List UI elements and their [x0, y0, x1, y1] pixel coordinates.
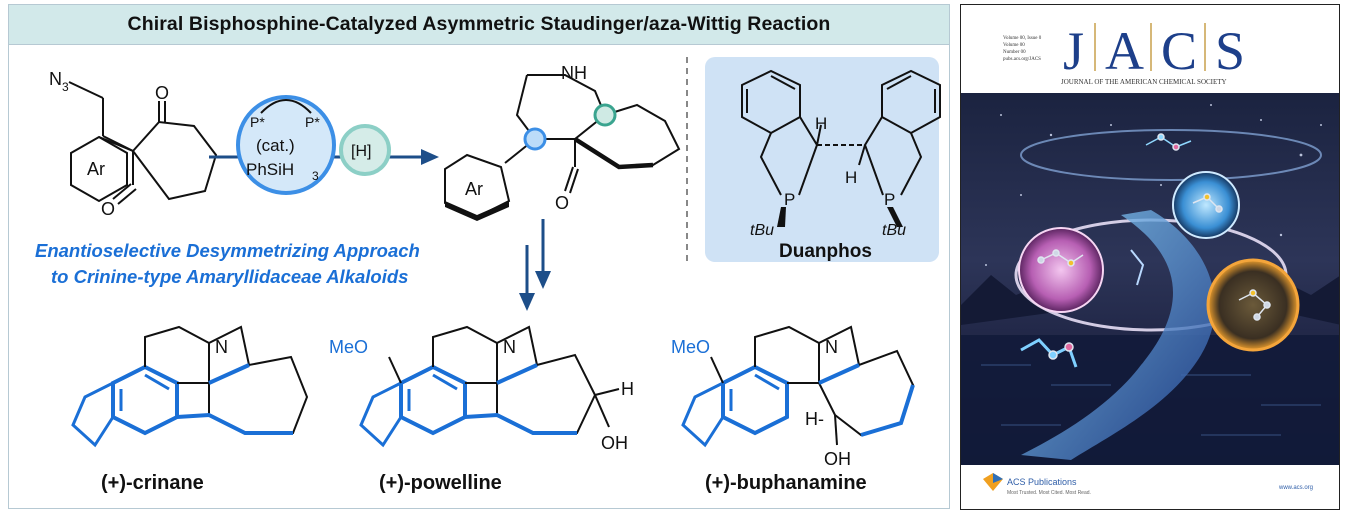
reductant-circle [339, 124, 391, 176]
ligand-wedge-left [777, 207, 786, 227]
molecule-models [1020, 133, 1271, 368]
buphanamine-h-label: H- [805, 409, 824, 429]
jacs-logo: J A C S JOURNAL OF THE AMERICAN CHEMICAL… [1061, 21, 1245, 86]
logo-letter-s: S [1215, 21, 1245, 81]
powelline-h-label: H [621, 379, 634, 399]
issue-line-2: Volume 00 [1003, 43, 1025, 48]
downward-arrows [519, 219, 551, 311]
catalyst-p-left: P* [250, 114, 265, 130]
toc-header: Chiral Bisphosphine-Catalyzed Asymmetric… [9, 5, 949, 45]
cover-url: www.acs.org [1278, 485, 1313, 491]
buphanamine-n-label: N [825, 337, 838, 357]
ligand-box [705, 57, 939, 262]
product-oxygen-label: O [555, 193, 569, 213]
powelline-meo-label: MeO [329, 337, 368, 357]
product-bold-bonds [573, 137, 654, 170]
orbit-arc [1020, 129, 1322, 181]
logo-letter-a: A [1105, 21, 1144, 81]
catalyst-chelate-arc [260, 99, 312, 114]
crinane-structure [71, 325, 309, 448]
ligand-h-top: H [815, 114, 827, 133]
reaction-scheme: N 3 Ar O O P* P* (cat.) PhSiH 3 [H] [35, 57, 941, 494]
buphanamine-structure [681, 325, 915, 448]
logo-letter-c: C [1161, 21, 1197, 81]
journal-name: JOURNAL OF THE AMERICAN CHEMICAL SOCIETY [1061, 78, 1227, 86]
product-aryl-bold [445, 201, 509, 221]
cover-art: Volume 00, Issue 0 Volume 00 Number 00 p… [961, 21, 1339, 496]
publisher-tagline: Most Trusted. Most Cited. Most Read. [1007, 490, 1091, 496]
product-stereocenter-tertiary [593, 103, 617, 127]
star-field [985, 104, 1322, 266]
ligand-h-bottom: H [845, 168, 857, 187]
publisher-name: ACS Publications [1007, 477, 1077, 487]
journal-cover: Volume 00, Issue 0 Volume 00 Number 00 p… [960, 4, 1340, 510]
sphere-orange [1206, 258, 1300, 352]
buphanamine-name: (+)-buphanamine [705, 472, 867, 494]
azide-label: N [49, 69, 62, 89]
catalyst-cat-label: (cat.) [256, 136, 295, 155]
buphanamine-meo-label: MeO [671, 337, 710, 357]
substrate-structure [68, 81, 218, 205]
substrate-oxygen-bottom: O [101, 199, 115, 219]
crinane-n-label: N [215, 337, 228, 357]
duanphos-structure [741, 69, 941, 196]
toc-title: Chiral Bisphosphine-Catalyzed Asymmetric… [127, 13, 831, 35]
substrate-aryl-label: Ar [87, 159, 105, 179]
sphere-blue [1172, 171, 1240, 239]
powelline-name: (+)-powelline [379, 472, 502, 494]
catalyst-p-right: P* [305, 114, 320, 130]
issue-line-4: pubs.acs.org/JACS [1003, 57, 1041, 62]
ligand-p-right: P [884, 190, 895, 209]
catalyst-circle [236, 95, 336, 195]
logo-letter-j: J [1063, 21, 1084, 81]
crinane-name: (+)-crinane [101, 472, 204, 494]
reductant-label: [H] [351, 143, 371, 160]
issue-info: Volume 00, Issue 0 Volume 00 Number 00 p… [1003, 36, 1042, 62]
catalyst-silane-subscript: 3 [312, 169, 319, 183]
buphanamine-oh-label: OH [824, 449, 851, 469]
approach-line-1: Enantioselective Desymmetrizing Approach [35, 240, 420, 261]
catalyst-silane: PhSiH [246, 160, 294, 179]
substrate-oxygen-top: O [155, 83, 169, 103]
issue-line-3: Number 00 [1003, 50, 1026, 55]
ligand-name: Duanphos [779, 241, 872, 262]
product-nh-label: NH [561, 63, 587, 83]
approach-line-2: to Crinine-type Amaryllidaceae Alkaloids [51, 266, 408, 287]
issue-line-1: Volume 00, Issue 0 [1003, 36, 1042, 41]
powelline-n-label: N [503, 337, 516, 357]
flowing-stream [1021, 210, 1215, 460]
azide-subscript: 3 [62, 80, 69, 94]
ligand-tbu-right: tBu [882, 222, 906, 239]
ligand-wedge-right [887, 207, 903, 227]
water-ripples [981, 364, 1321, 436]
ligand-tbu-left: tBu [750, 222, 774, 239]
ligand-p-left: P [784, 190, 795, 209]
cover-footer: ACS Publications Most Trusted. Most Cite… [983, 473, 1313, 496]
powelline-oh-label: OH [601, 433, 628, 453]
toc-graphic: Chiral Bisphosphine-Catalyzed Asymmetric… [8, 4, 950, 509]
powelline-structure [359, 325, 620, 448]
sphere-pink [1018, 227, 1104, 313]
product-aryl-label: Ar [465, 179, 483, 199]
product-stereocenter-quaternary [523, 127, 547, 151]
